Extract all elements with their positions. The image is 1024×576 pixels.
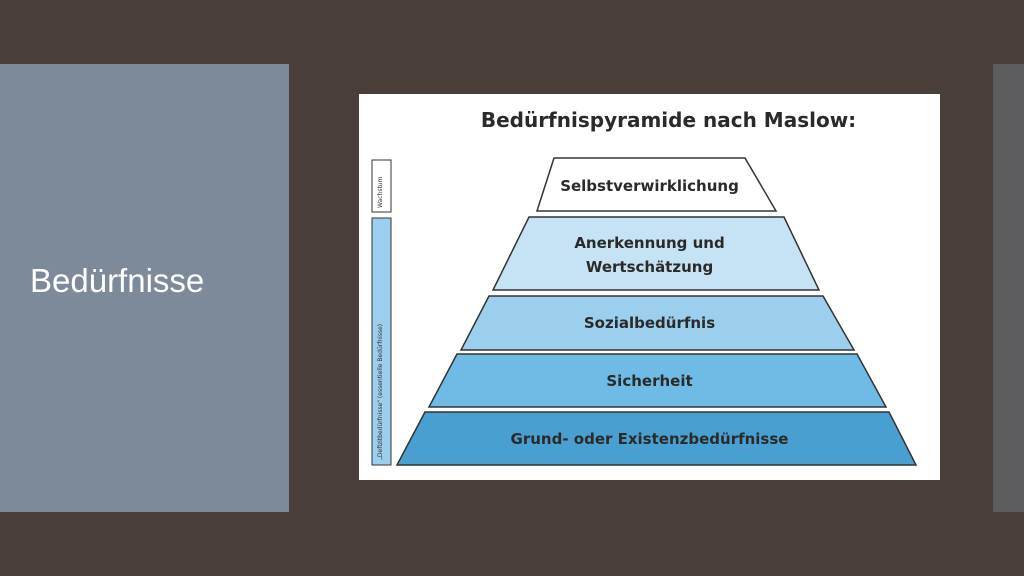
pyramid-tier-3 <box>459 295 856 351</box>
tier-label-line: Anerkennung und <box>574 234 725 252</box>
pyramid-drawing <box>371 157 918 466</box>
growth-bracket <box>371 159 392 213</box>
deficit-bracket <box>371 217 392 466</box>
tier-label-line: Wertschätzung <box>585 258 714 276</box>
tier-label-5: Grund- oder Existenzbedürfnisse <box>359 427 940 451</box>
pyramid-tier-2 <box>491 216 821 291</box>
figure-title: Bedürfnispyramide nach Maslow: <box>480 108 857 132</box>
pyramid-tier-5 <box>395 411 918 466</box>
tier-label-line: Selbstverwirklichung <box>560 177 739 195</box>
slide-title: Bedürfnisse <box>30 262 205 299</box>
title-panel <box>0 64 289 512</box>
tier-label-line: Sozialbedürfnis <box>583 314 716 332</box>
tier-label-line: Grund- oder Existenzbedürfnisse <box>510 430 789 448</box>
pyramid-tier-4 <box>427 353 888 408</box>
next-slide-edge <box>993 64 1024 512</box>
tier-label-3: Sozialbedürfnis <box>359 311 940 335</box>
tier-label-4: Sicherheit <box>359 369 940 393</box>
tier-label-line: Sicherheit <box>606 372 693 390</box>
pyramid-tier-1 <box>535 157 778 212</box>
tier-label-2: Anerkennung und Wertschätzung <box>359 231 940 279</box>
tier-label-1: Selbstverwirklichung <box>359 174 940 198</box>
maslow-pyramid-image: Bedürfnispyramide nach Maslow: Wachstum … <box>359 94 940 480</box>
